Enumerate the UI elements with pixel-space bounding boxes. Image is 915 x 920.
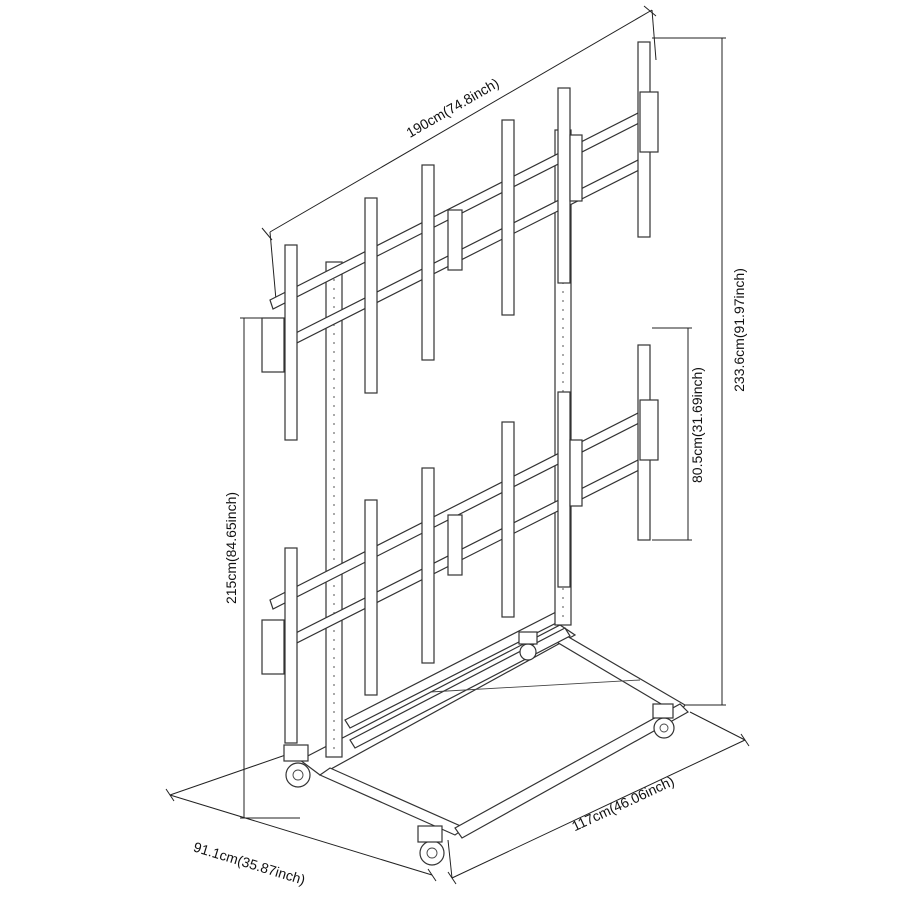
width-label: 190cm(74.8inch) [403, 75, 501, 141]
frame-height-label: 215cm(84.65inch) [223, 492, 239, 604]
panel-height-label: 80.5cm(31.69inch) [689, 367, 705, 483]
lower-mount-arms [261, 344, 659, 744]
dimension-lines [165, 5, 750, 885]
caster-wheel-rear-right [652, 703, 675, 739]
center-bracket-plates [447, 134, 583, 576]
upright-post-left [325, 261, 343, 758]
caster-wheel-front-right [417, 825, 445, 866]
total-height-label: 233.6cm(91.97inch) [731, 268, 747, 392]
caster-wheel-front-left [283, 744, 311, 788]
upper-mount-arms [261, 41, 659, 441]
base-depth-label: 91.1cm(35.87inch) [192, 839, 308, 888]
base-length-label: 117cm(46.06inch) [569, 773, 676, 834]
stand-base [298, 609, 689, 839]
caster-wheel-rear-left [518, 631, 538, 661]
stand-illustration [261, 41, 689, 866]
